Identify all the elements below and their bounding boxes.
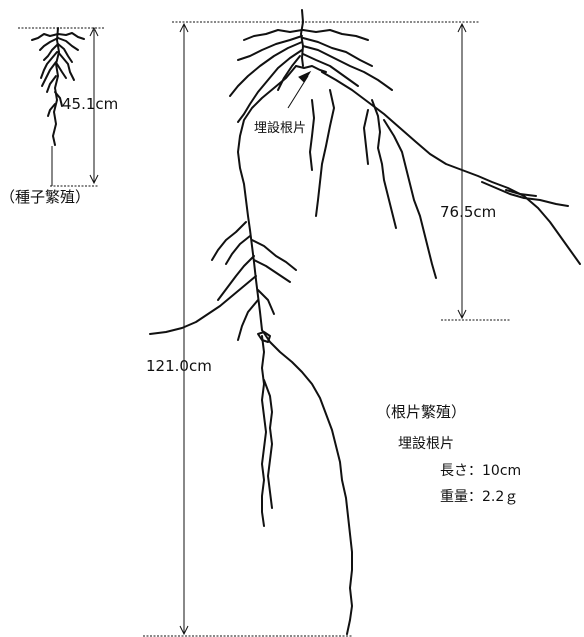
depth-mid-label: 76.5cm: [440, 203, 496, 221]
seed-plant-roots: [32, 28, 84, 145]
weight-label: 重量：2.2ｇ: [440, 486, 518, 506]
buried-fragment-arrow: [288, 72, 310, 108]
rhizome-plant-roots: [150, 10, 580, 634]
depth-full-label: 121.0cm: [146, 357, 212, 375]
seed-caption: （種子繁殖）: [0, 186, 90, 207]
rhizome-caption: （根片繁殖）: [376, 401, 466, 422]
length-label: 長さ：10cm: [440, 460, 521, 480]
seed-depth-label: 45.1cm: [62, 95, 118, 113]
rhizome-dimension-lines: [143, 22, 510, 636]
buried-fragment-label: 埋設根片: [398, 433, 454, 453]
buried-arrow-label: 埋設根片: [254, 117, 306, 136]
